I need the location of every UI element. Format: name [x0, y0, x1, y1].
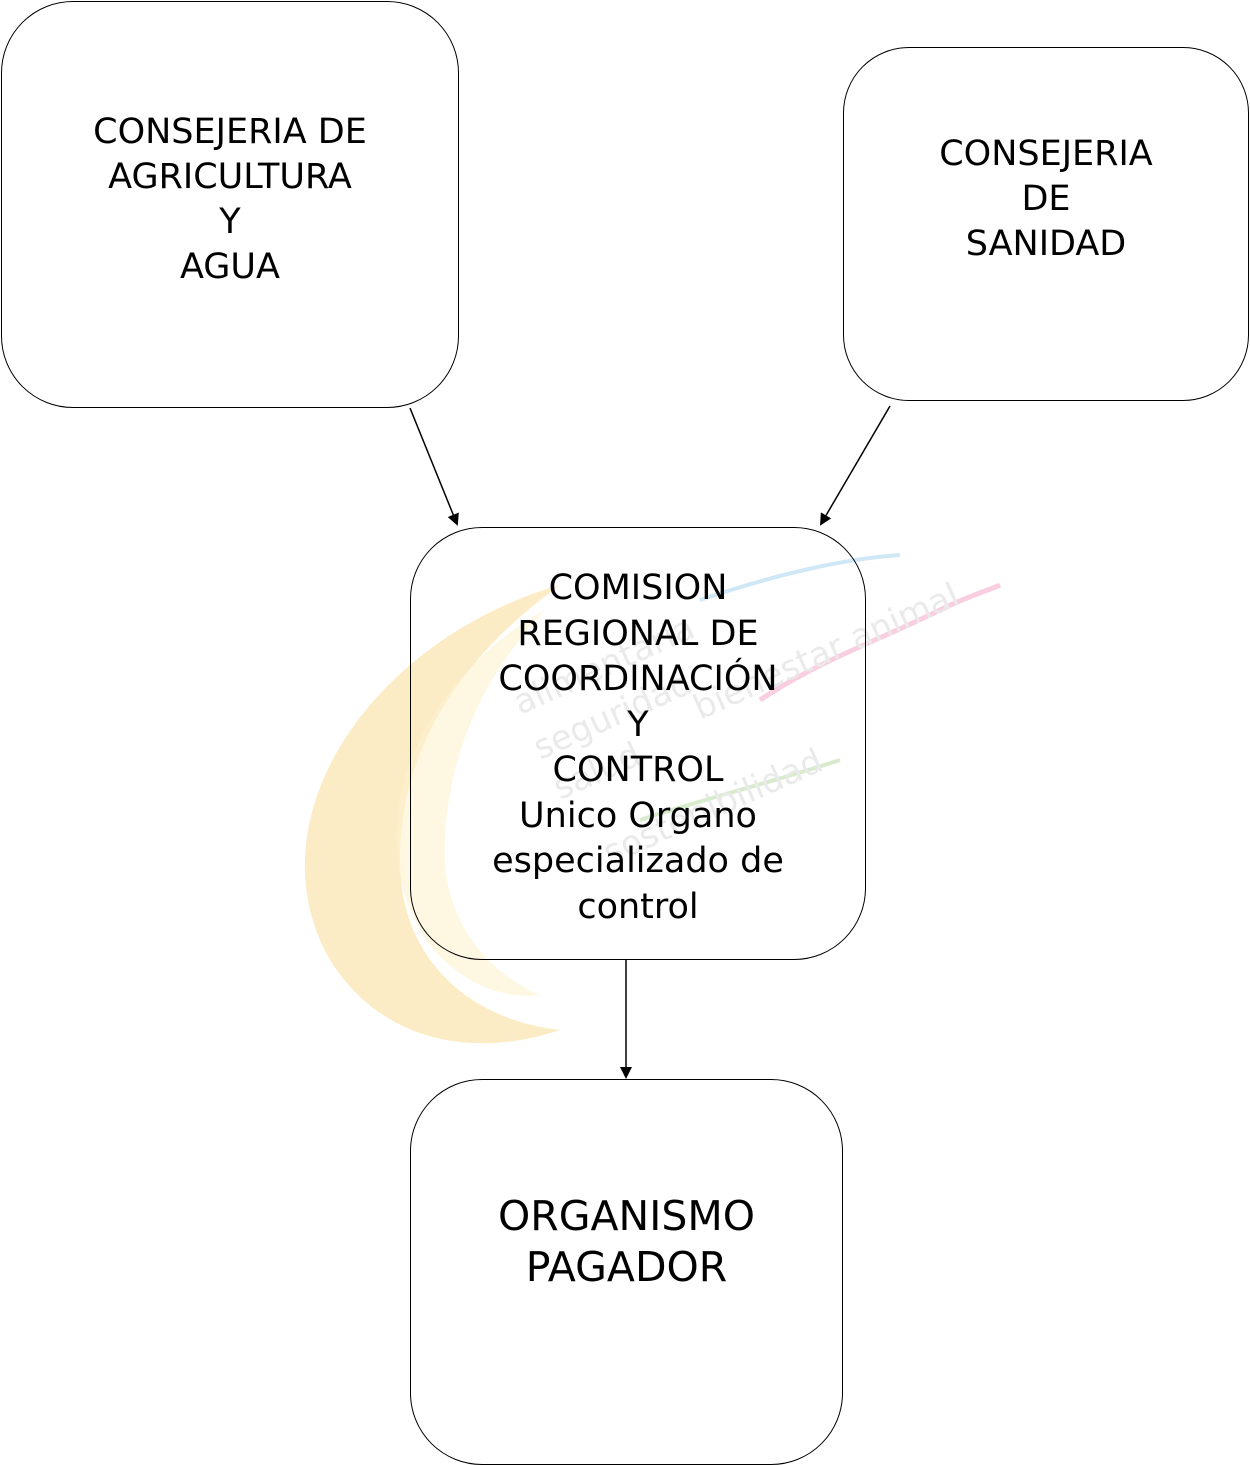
node-consejeria-agricultura: CONSEJERIA DE AGRICULTURA Y AGUA: [1, 1, 459, 408]
node-label-line: ORGANISMO: [497, 1192, 755, 1240]
arrow-agricultura-to-comision: [409, 407, 459, 526]
node-label-line: AGUA: [179, 247, 280, 287]
arrow-sanidad-to-comision: [819, 405, 891, 526]
node-label-line: CONTROL: [552, 750, 724, 790]
node-label-line: CONSEJERIA DE: [93, 112, 367, 152]
node-label-line: PAGADOR: [525, 1243, 728, 1291]
node-label-line: Unico Organo: [519, 795, 757, 836]
node-label-line: Y: [219, 202, 241, 242]
node-organismo-pagador: ORGANISMO PAGADOR: [410, 1079, 843, 1465]
node-label-line: AGRICULTURA: [108, 157, 352, 197]
node-label-line: Y: [627, 704, 649, 745]
node-label-line: CONSEJERIA: [939, 134, 1153, 174]
node-label-line: DE: [1021, 179, 1071, 219]
node-label-line: COMISION: [548, 568, 728, 608]
node-label-line: SANIDAD: [965, 224, 1127, 264]
node-comision-regional: COMISION REGIONAL DE COORDINACIÓN Y CONT…: [410, 527, 866, 960]
node-consejeria-sanidad: CONSEJERIA DE SANIDAD: [843, 47, 1249, 401]
node-label-line: COORDINACIÓN: [498, 659, 778, 699]
node-label-line: REGIONAL DE: [517, 613, 759, 654]
node-label-line: especializado de: [492, 841, 784, 881]
node-label-line: control: [577, 886, 699, 927]
